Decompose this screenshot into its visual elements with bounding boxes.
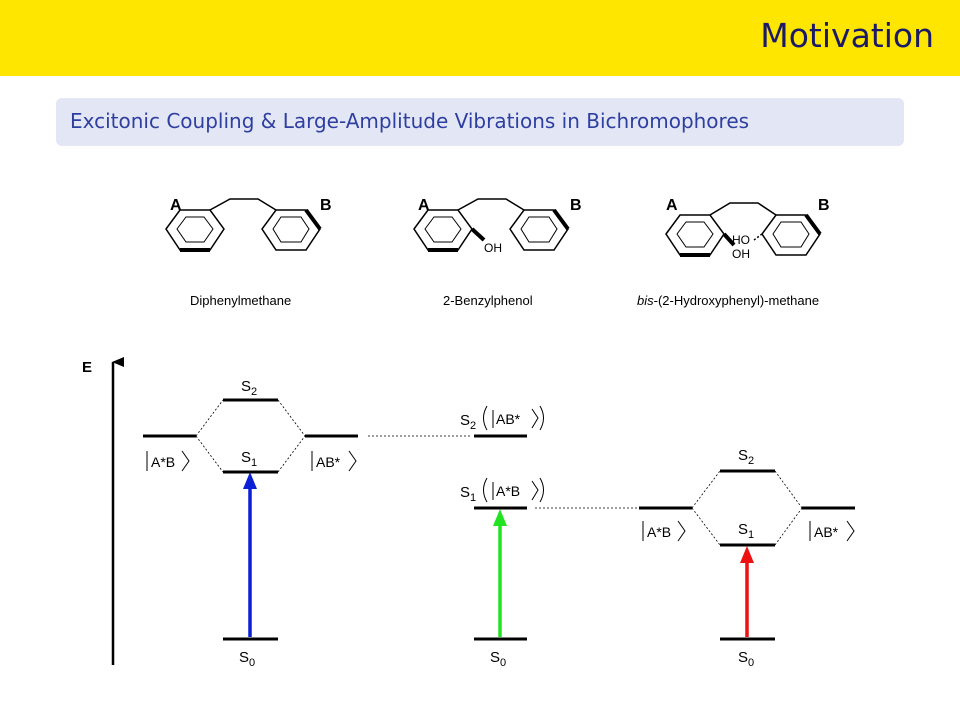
ring-a-label: A — [418, 197, 430, 214]
ket-s1-a-star-b: A*B — [483, 477, 544, 503]
ring-b-label: B — [320, 197, 332, 214]
ket-ab-star: AB* — [809, 520, 855, 542]
ket-a-star-b: A*B — [146, 450, 190, 472]
svg-text:AB*: AB* — [496, 411, 521, 427]
label-s2: S2 — [460, 412, 476, 432]
excitation-arrow-red — [740, 546, 754, 637]
molecule-diphenylmethane: A B Diphenylmethane — [165, 197, 332, 308]
oh-bond — [722, 232, 736, 247]
methylene-bridge — [209, 198, 277, 211]
molecule-name: bis-(2-Hydroxyphenyl)-methane — [637, 293, 819, 308]
oh-label: OH — [732, 247, 750, 261]
level-group-middle: S2 AB* S1 A*B S0 — [460, 405, 544, 669]
svg-text:A*B: A*B — [496, 483, 520, 499]
ring-a — [413, 209, 473, 252]
slide-subtitle: Excitonic Coupling & Large-Amplitude Vib… — [70, 109, 750, 133]
oh-bond — [470, 227, 486, 242]
ho-bond — [753, 233, 763, 241]
level-group-left: S2 S1 S0 A*B AB* — [143, 378, 358, 669]
molecule-bis-hydroxyphenyl-methane: A B OH HO bis-(2-Hydroxyphenyl)-methane — [637, 197, 830, 308]
svg-text:A*B: A*B — [151, 454, 175, 470]
name-rest: -(2-Hydroxyphenyl)-methane — [654, 293, 819, 308]
name-prefix: bis — [637, 293, 654, 308]
label-s0: S0 — [490, 649, 506, 669]
correlation-lines — [195, 399, 306, 473]
svg-text:AB*: AB* — [814, 524, 839, 540]
ring-b-label: B — [818, 197, 830, 214]
label-s2: S2 — [738, 447, 754, 467]
molecule-name: 2-Benzylphenol — [443, 293, 533, 308]
label-s1: S1 — [241, 449, 257, 469]
ho-label: HO — [732, 233, 750, 247]
label-s2: S2 — [241, 378, 257, 398]
svg-text:AB*: AB* — [316, 454, 341, 470]
excitation-arrow-blue — [243, 472, 257, 637]
molecule-2-benzylphenol: A B OH 2-Benzylphenol — [413, 197, 582, 308]
label-s0: S0 — [239, 649, 255, 669]
label-s1: S1 — [738, 521, 754, 541]
label-s1: S1 — [460, 484, 476, 504]
header-bar: Motivation — [0, 0, 960, 76]
methylene-bridge — [457, 198, 525, 211]
molecule-name: Diphenylmethane — [190, 293, 291, 308]
ket-a-star-b: A*B — [642, 520, 686, 542]
excitation-arrow-green — [493, 509, 507, 637]
subtitle-box: Excitonic Coupling & Large-Amplitude Vib… — [56, 98, 904, 146]
ring-b — [509, 208, 570, 251]
ring-b-label: B — [570, 197, 582, 214]
ring-a-label: A — [170, 197, 182, 214]
label-s0: S0 — [738, 649, 754, 669]
ket-ab-star: AB* — [311, 450, 357, 472]
ring-a — [665, 214, 725, 257]
svg-text:A*B: A*B — [647, 524, 671, 540]
ring-b — [261, 208, 322, 251]
ket-s2-ab-star: AB* — [483, 405, 544, 431]
ring-a — [165, 209, 225, 252]
ring-a-label: A — [666, 197, 678, 214]
methylene-bridge — [709, 202, 777, 216]
level-group-right: S2 S1 S0 A*B AB* — [639, 447, 855, 669]
ring-b — [761, 213, 822, 256]
slide-title: Motivation — [760, 16, 934, 55]
oh-label: OH — [484, 241, 502, 255]
energy-axis-label: E — [82, 359, 92, 376]
